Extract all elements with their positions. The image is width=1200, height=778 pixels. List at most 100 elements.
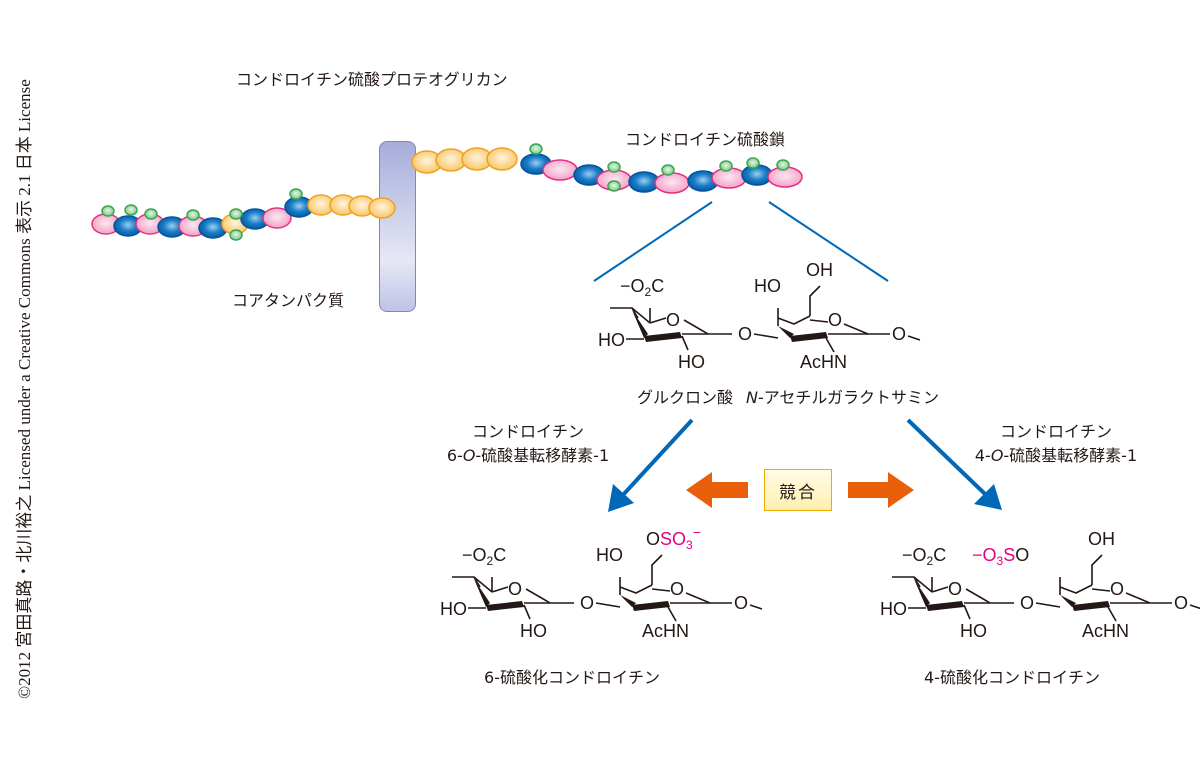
proteoglycan-title: コンドロイチン硫酸プロテオグリカン <box>236 70 508 89</box>
linker-bead <box>368 197 396 219</box>
hydroxyl-label: HO <box>754 276 781 296</box>
bond <box>523 604 531 620</box>
bond <box>1189 604 1200 610</box>
bond <box>1059 584 1093 594</box>
bond <box>649 317 667 324</box>
bond <box>809 285 821 316</box>
acetamido-label: AcHN <box>642 621 689 641</box>
bond <box>907 335 921 341</box>
zoom-line-left <box>593 201 713 282</box>
wedge-bond <box>474 579 490 607</box>
competition-label: 競合 <box>779 482 817 503</box>
bond <box>749 604 763 610</box>
cs-chain-label: コンドロイチン硫酸鎖 <box>625 130 786 149</box>
bond <box>651 588 671 592</box>
bond <box>491 586 509 593</box>
wedge-bond <box>486 601 524 611</box>
bond <box>931 586 949 593</box>
competition-box: 競合 <box>764 469 832 511</box>
enzyme-4o-line1: コンドロイチン <box>999 422 1112 441</box>
bond <box>667 606 677 622</box>
carboxylate-label: −O2C <box>620 276 664 299</box>
bond <box>1107 606 1117 622</box>
anomeric-oxygen: O <box>892 324 906 344</box>
sulfate-bead <box>529 143 543 155</box>
galnac-label: N-アセチルガラクトサミン <box>746 384 939 408</box>
hydroxyl-label: HO <box>598 330 625 350</box>
bond <box>825 337 835 353</box>
glycosidic-oxygen: O <box>738 324 752 344</box>
bond <box>965 588 1014 604</box>
acetamido-label: AcHN <box>800 352 847 372</box>
bond <box>1091 554 1103 585</box>
zoom-line-right <box>768 201 889 282</box>
compete-arrow-left <box>686 472 748 508</box>
ring-oxygen: O <box>666 310 680 330</box>
hydroxyl-label: HO <box>960 621 987 641</box>
glycosidic-oxygen: O <box>1020 593 1034 613</box>
sulfate-bead <box>186 209 200 221</box>
enzyme-6o-line2: 6-O-硫酸基転移酵素-1 <box>446 446 610 465</box>
enzyme-6o-line1: コンドロイチン <box>471 422 584 441</box>
hydroxyl-label: HO <box>678 352 705 372</box>
hydroxyl-label: OH <box>1088 529 1115 549</box>
core-protein-label: コアタンパク質 <box>232 291 345 310</box>
hydroxyl-label: HO <box>880 599 907 619</box>
sulfate-bead <box>776 159 790 171</box>
enzyme-6o-label: コンドロイチン 6-O-硫酸基転移酵素-1 <box>438 420 618 468</box>
bond <box>843 323 890 335</box>
sulfate-bead <box>144 208 158 220</box>
bond <box>631 307 639 319</box>
sulfate-bead <box>661 164 675 176</box>
product-4-sulfated-label: 4-硫酸化コンドロイチン <box>924 668 1100 687</box>
wedge-bond <box>1072 601 1110 611</box>
wedge-bond <box>644 332 682 342</box>
wedge-bond <box>620 595 636 607</box>
sulfate-4-label: −O3SO <box>972 545 1029 568</box>
bond <box>913 576 921 588</box>
wedge-bond <box>790 332 828 342</box>
bond <box>1035 602 1061 608</box>
bond <box>1091 588 1111 592</box>
sulfate-6-label: OSO3− <box>646 524 701 552</box>
product-6-sulfated-label: 6-硫酸化コンドロイチン <box>484 668 660 687</box>
bond <box>683 319 732 335</box>
hydroxyl-label: OH <box>806 260 833 280</box>
arrow-6o-sulfotransferase <box>608 418 694 512</box>
anomeric-oxygen: O <box>1174 593 1188 613</box>
sulfate-bead <box>101 205 115 217</box>
bond <box>809 319 829 323</box>
hydroxyl-label: HO <box>596 545 623 565</box>
acetamido-label: AcHN <box>1082 621 1129 641</box>
ring-oxygen: O <box>508 579 522 599</box>
enzyme-4o-label: コンドロイチン 4-O-硫酸基転移酵素-1 <box>966 420 1146 468</box>
sulfate-bead <box>746 157 760 169</box>
hydroxyl-label: HO <box>440 599 467 619</box>
arrow-4o-sulfotransferase <box>906 418 1002 510</box>
galnac-italic-n: N <box>746 388 758 407</box>
carboxylate-label: −O2C <box>462 545 506 568</box>
wedge-bond <box>1060 595 1076 607</box>
sulfate-bead <box>607 161 621 173</box>
carboxylate-label: −O2C <box>902 545 946 568</box>
enzyme-4o-line2: 4-O-硫酸基転移酵素-1 <box>974 446 1138 465</box>
sulfate-bead <box>607 180 621 192</box>
wedge-bond <box>914 579 930 607</box>
wedge-bond <box>778 326 794 338</box>
ring-oxygen: O <box>948 579 962 599</box>
bond <box>473 576 481 588</box>
wedge-bond <box>632 310 648 338</box>
sulfate-bead <box>229 229 243 241</box>
bond <box>777 315 811 325</box>
bond <box>1125 592 1172 604</box>
bond <box>892 576 933 593</box>
bond <box>452 576 493 593</box>
bond <box>681 335 689 351</box>
galnac-label-rest: -アセチルガラクトサミン <box>757 388 939 407</box>
wedge-bond <box>632 601 670 611</box>
